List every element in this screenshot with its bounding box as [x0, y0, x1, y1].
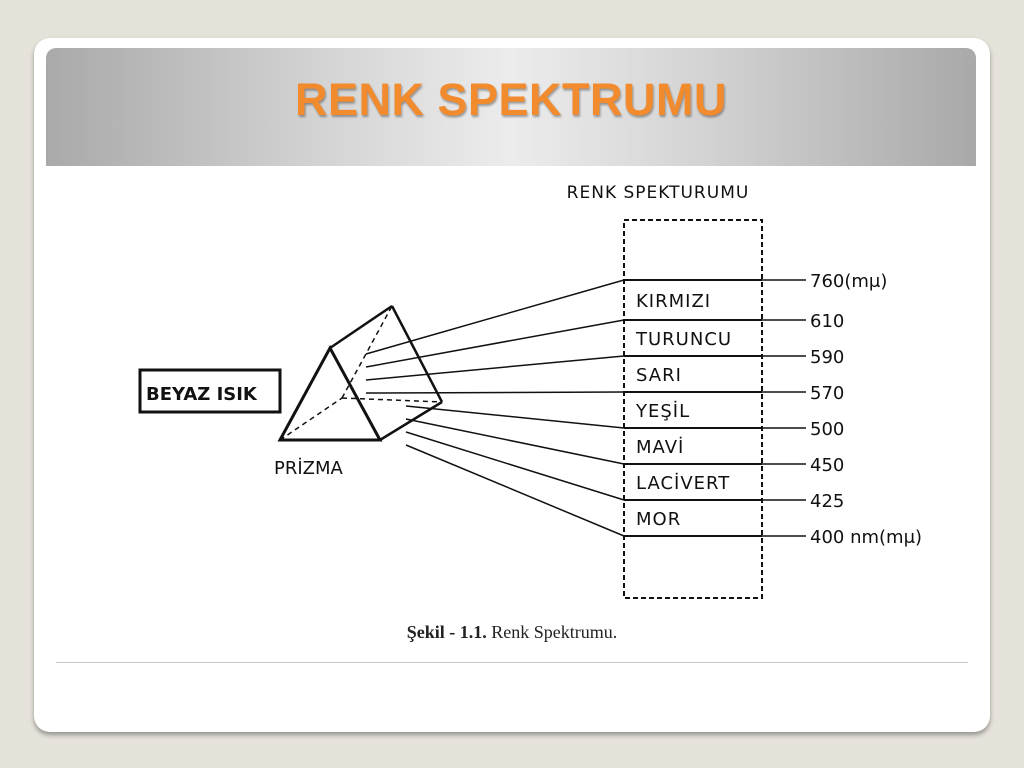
prism	[277, 304, 444, 442]
light-ray	[405, 418, 625, 465]
wavelength-label: 425	[810, 491, 844, 512]
wavelength-label: 500	[810, 419, 844, 440]
band-label: TURUNCU	[635, 329, 732, 350]
caption-number: Şekil - 1.1.	[406, 622, 487, 642]
light-ray	[365, 319, 625, 368]
light-ray	[365, 355, 625, 381]
band-label: SARI	[636, 365, 682, 386]
wavelength-label: 590	[810, 347, 844, 368]
ticks-layer: 760(mμ) 610 590 570 500 450 425 400 nm(mμ)	[762, 271, 922, 548]
light-ray	[365, 279, 625, 355]
light-ray	[405, 431, 625, 501]
bottom-rule	[56, 662, 968, 663]
band-label: MAVİ	[636, 437, 684, 458]
wavelength-label: 400 nm(mμ)	[810, 527, 922, 548]
wavelength-label: 570	[810, 383, 844, 404]
white-light-box	[138, 368, 282, 414]
spectrum-column	[623, 219, 763, 599]
slide-title: RENK SPEKTRUMU	[294, 74, 728, 125]
light-ray	[405, 444, 625, 537]
title-band: RENK SPEKTRUMU	[46, 48, 976, 166]
white-light-label: BEYAZ ISIK	[146, 384, 258, 405]
caption-text: Renk Spektrumu.	[486, 622, 618, 642]
spectrum-figure: RENK SPEKTURUMU BEYAZ ISIK PRİZMA KIRMIZ…	[90, 168, 926, 616]
rays-layer	[365, 279, 625, 537]
light-ray	[365, 391, 625, 394]
wavelength-label: 760(mμ)	[810, 271, 887, 292]
wavelength-label: 610	[810, 311, 844, 332]
figure-caption: Şekil - 1.1. Renk Spektrumu.	[34, 622, 990, 643]
band-label: MOR	[636, 509, 681, 530]
bands-layer: KIRMIZI TURUNCU SARI YEŞİL MAVİ LACİVERT MOR	[624, 279, 762, 537]
band-label: YEŞİL	[635, 401, 690, 422]
diagram-heading: RENK SPEKTURUMU	[567, 183, 750, 203]
slide: RENK SPEKTRUMU RENK SPEKTURUMU BEYAZ ISI…	[34, 38, 990, 732]
spectrum-diagram: RENK SPEKTURUMU BEYAZ ISIK PRİZMA KIRMIZ…	[138, 183, 922, 599]
light-ray	[405, 405, 625, 429]
band-label: KIRMIZI	[636, 291, 711, 312]
prism-label: PRİZMA	[274, 458, 344, 479]
wavelength-label: 450	[810, 455, 844, 476]
band-label: LACİVERT	[636, 473, 730, 494]
